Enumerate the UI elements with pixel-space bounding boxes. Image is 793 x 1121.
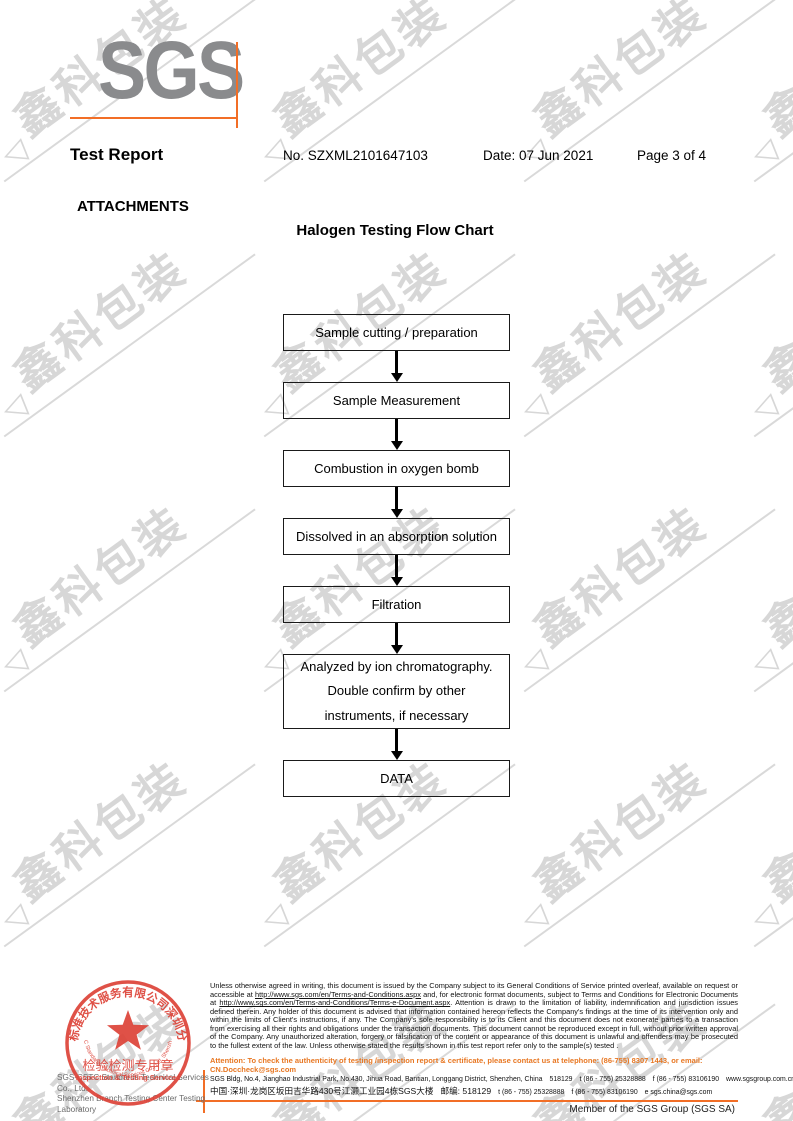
legal-disclaimer: Unless otherwise agreed in writing, this… [210,981,739,1050]
report-number: No. SZXML2101647103 [283,148,428,163]
down-arrow-icon [390,623,403,654]
page-indicator: Page 3 of 4 [637,148,707,163]
down-arrow-icon [390,351,403,382]
inspection-seal: 通标标准技术服务有限公司深圳分公司 SGS-CSTC Standards Tec… [55,966,194,1114]
lab-branch-name: Shenzhen Branch Testing Center Testing L… [57,1094,206,1114]
fax: f (86 - 755) 83106190 [571,1089,638,1096]
footer-vertical-rule [203,1070,205,1113]
seal-chinese-line: 检验检测专用章 [82,1058,173,1074]
address-english: SGS Bldg, No.4, Jianghao Industrial Park… [210,1076,543,1083]
email-link[interactable]: e sgs.china@sgs.com [644,1089,713,1096]
postal-code-chinese: 邮编: 518129 [440,1086,492,1096]
flow-step-analyzed: Analyzed by ion chromatography. Double c… [283,654,510,729]
sgs-logo: SGS [98,25,245,116]
website-link[interactable]: www.sgsgroup.com.cn [726,1076,793,1083]
flow-step-combustion: Combustion in oxygen bomb [283,450,510,487]
attention-notice: Attention: To check the authenticity of … [210,1056,703,1074]
flow-chart-title: Halogen Testing Flow Chart [296,222,494,239]
seal-icon: 通标标准技术服务有限公司深圳分公司 SGS-CSTC Standards Tec… [55,966,191,1106]
fax: f (86 - 755) 83106190 [652,1076,720,1083]
address-row-chinese: 中国·深圳·龙岗区坂田吉华路430号江灏工业园4栋SGS大楼 邮编: 51812… [210,1085,740,1099]
terms-link[interactable]: http://www.sgs.com/en/Terms-and-Conditio… [254,989,421,999]
disclaimer-text-3: . Attention is drawn to the limitation o… [210,998,739,1050]
logo-horizontal-line [70,117,238,119]
down-arrow-icon [390,729,403,760]
address-block: SGS Bldg, No.4, Jianghao Industrial Park… [210,1074,793,1099]
address-row-english: SGS Bldg, No.4, Jianghao Industrial Park… [210,1074,793,1085]
down-arrow-icon [390,487,403,518]
report-date: Date: 07 Jun 2021 [483,148,594,163]
flow-step-filtration: Filtration [283,586,510,623]
terms-e-document-link[interactable]: http://www.sgs.com/en/Terms-and-Conditio… [219,998,451,1008]
flow-step-dissolved: Dissolved in an absorption solution [283,518,510,555]
footer-horizontal-rule [196,1100,738,1102]
address-chinese: 中国·深圳·龙岗区坂田吉华路430号江灏工业园4栋SGS大楼 [210,1086,434,1096]
down-arrow-icon [390,555,403,586]
lab-company-lines: SGS-CSTC Standards Technical Services Co… [57,1073,222,1115]
postal-code: 518129 [549,1076,573,1083]
disclaimer-text-1: Unless otherwise agreed in writing, this… [210,981,738,999]
seal-star-icon [107,1010,149,1050]
report-title: Test Report [70,145,164,164]
telephone: t (86 - 755) 25328888 [579,1076,646,1083]
disclaimer-text-2: and, for electronic format documents, su… [210,989,738,1008]
flow-step-sample-cutting: Sample cutting / preparation [283,314,510,351]
flow-chart: Sample cutting / preparation Sample Meas… [283,314,510,797]
telephone: t (86 - 755) 25328888 [498,1089,565,1096]
logo-vertical-line [236,42,238,128]
flow-step-sample-measurement: Sample Measurement [283,382,510,419]
attachments-heading: ATTACHMENTS [77,198,189,215]
sgs-member-line: Member of the SGS Group (SGS SA) [569,1104,735,1115]
down-arrow-icon [390,419,403,450]
lab-company-name: SGS-CSTC Standards Technical Services Co… [57,1073,209,1093]
flow-step-data: DATA [283,760,510,797]
seal-english-line: Inspection & Testing Services [76,1073,181,1082]
